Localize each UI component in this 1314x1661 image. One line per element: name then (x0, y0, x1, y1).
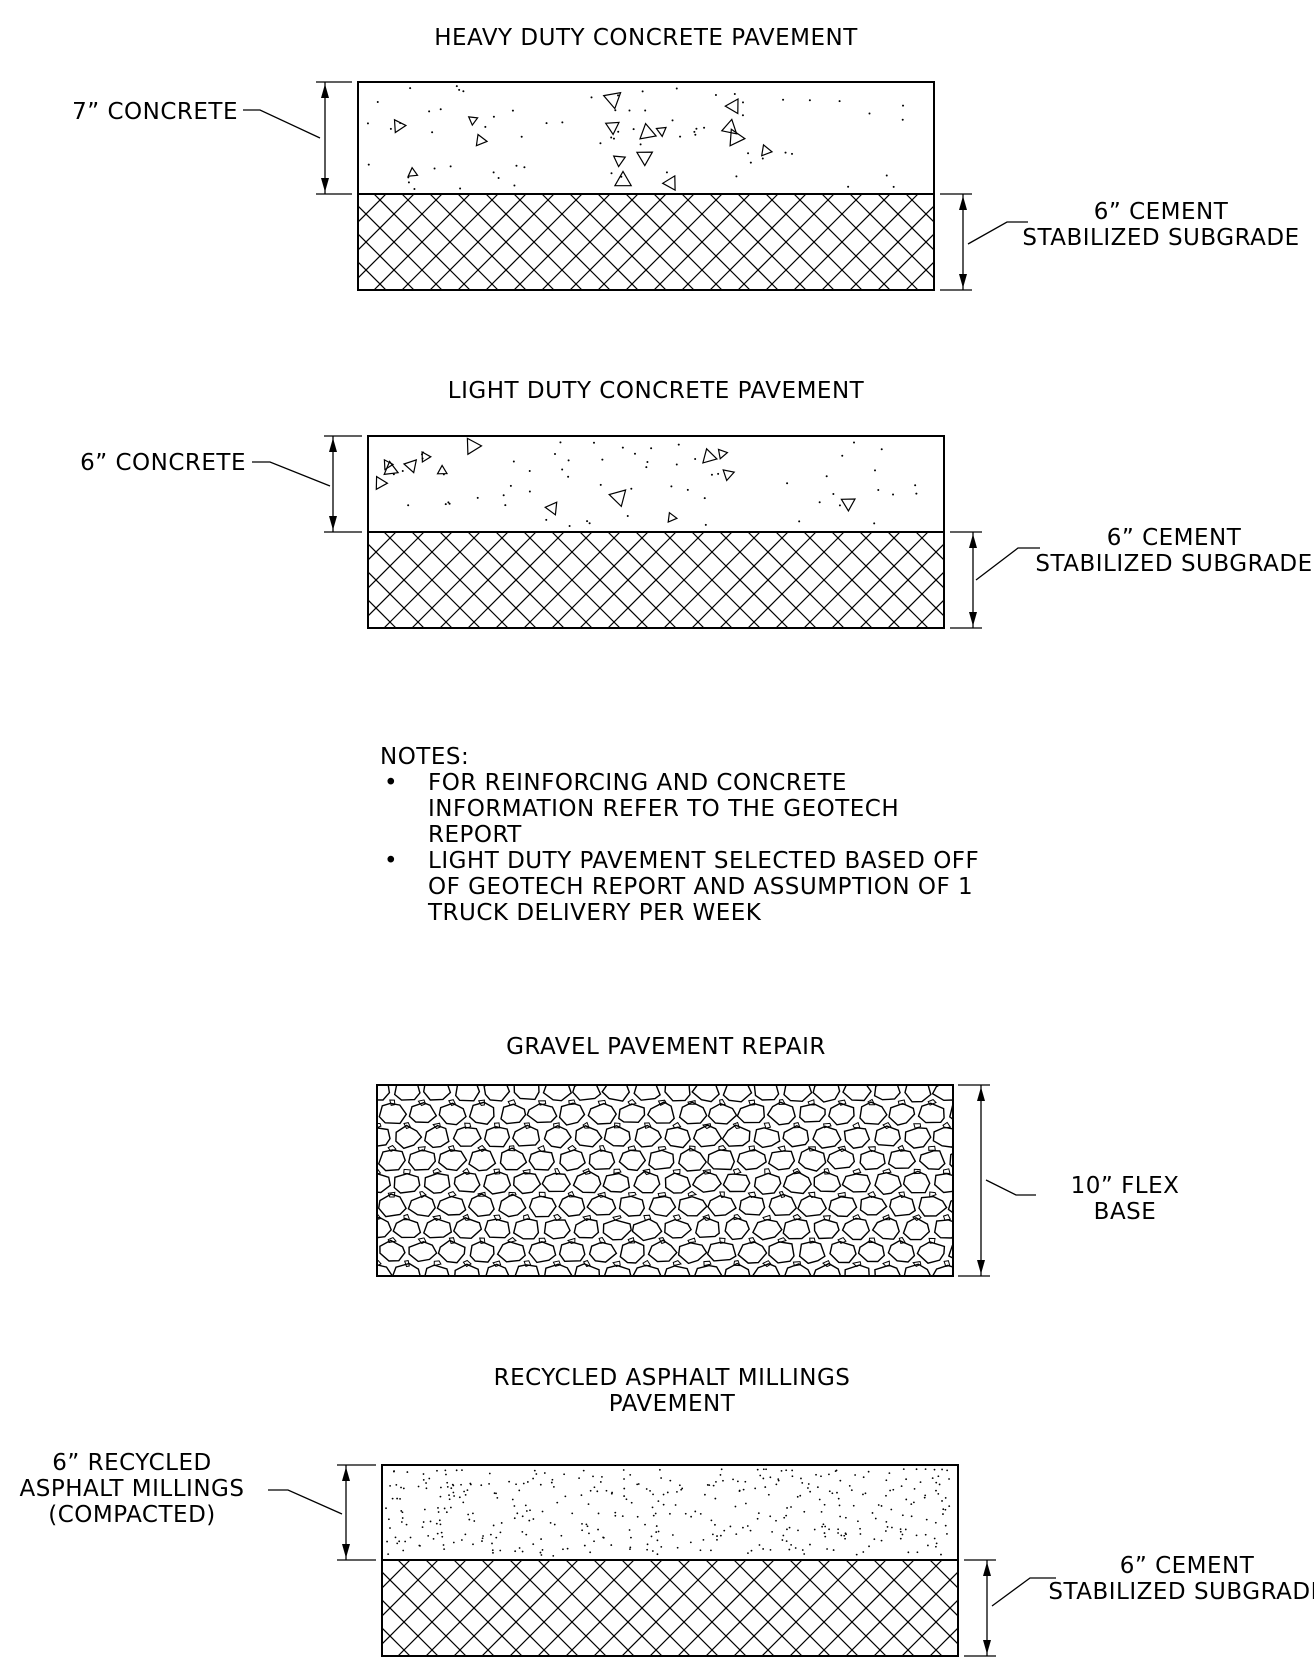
light-subgrade-label-line2: STABILIZED SUBGRADE (1035, 551, 1312, 577)
note-1-line-1: FOR REINFORCING AND CONCRETE (428, 770, 847, 796)
heavy-concrete-leader (243, 109, 321, 139)
asphalt-subgrade-hatch (382, 1560, 958, 1656)
general-notes: NOTES: • FOR REINFORCING AND CONCRETE IN… (380, 744, 1000, 926)
light-subgrade-label-line1: 6” CEMENT (1107, 525, 1242, 551)
asphalt-millings-leader (268, 1489, 343, 1515)
light-duty-detail: LIGHT DUTY CONCRETE PAVEMENT 6” CONCRETE… (80, 378, 1312, 629)
note-1-line-2: INFORMATION REFER TO THE GEOTECH (428, 796, 900, 822)
light-concrete-dimension (324, 435, 362, 533)
heavy-concrete-stipple (366, 85, 905, 192)
gravel-label-line2: BASE (1094, 1199, 1157, 1225)
gravel-flex-base-layer (376, 1084, 954, 1277)
heavy-concrete-label: 7” CONCRETE (72, 99, 238, 125)
light-subgrade-dimension (950, 531, 982, 629)
asphalt-millings-label-line2: ASPHALT MILLINGS (20, 1476, 245, 1502)
light-subgrade-layer (367, 531, 945, 629)
note-item-1: • FOR REINFORCING AND CONCRETE INFORMATI… (380, 770, 1000, 848)
note-2-line-3: TRUCK DELIVERY PER WEEK (428, 900, 762, 926)
heavy-duty-detail: HEAVY DUTY CONCRETE PAVEMENT 7” CONCRETE… (72, 25, 1299, 291)
asphalt-title-line1: RECYCLED ASPHALT MILLINGS (494, 1365, 851, 1391)
gravel-leader (985, 1179, 1036, 1196)
light-concrete-leader (252, 461, 331, 487)
note-item-2: • LIGHT DUTY PAVEMENT SELECTED BASED OFF… (380, 848, 1000, 926)
light-duty-title: LIGHT DUTY CONCRETE PAVEMENT (448, 378, 865, 404)
note-2-line-1: LIGHT DUTY PAVEMENT SELECTED BASED OFF (428, 848, 980, 874)
heavy-subgrade-label-line2: STABILIZED SUBGRADE (1022, 225, 1299, 251)
asphalt-millings-layer (381, 1464, 959, 1561)
asphalt-subgrade-dimension (964, 1559, 996, 1657)
asphalt-subgrade-label-line1: 6” CEMENT (1120, 1553, 1255, 1579)
gravel-title: GRAVEL PAVEMENT REPAIR (506, 1034, 826, 1060)
heavy-subgrade-hatch (358, 194, 934, 290)
note-bullet-icon: • (384, 848, 399, 874)
light-concrete-layer (367, 435, 945, 533)
asphalt-subgrade-label-line2: STABILIZED SUBGRADE (1048, 1579, 1314, 1605)
heavy-duty-title: HEAVY DUTY CONCRETE PAVEMENT (434, 25, 858, 51)
note-2-line-2: OF GEOTECH REPORT AND ASSUMPTION OF 1 (428, 874, 974, 900)
note-1-line-3: REPORT (428, 822, 522, 848)
light-concrete-stipple (375, 437, 918, 528)
heavy-subgrade-label-line1: 6” CEMENT (1094, 199, 1229, 225)
asphalt-subgrade-layer (381, 1559, 959, 1657)
notes-heading: NOTES: (380, 744, 470, 770)
gravel-dimension (958, 1084, 990, 1277)
heavy-subgrade-dimension (940, 193, 972, 291)
asphalt-subgrade-leader (991, 1577, 1056, 1607)
gravel-aggregate-pattern (377, 1085, 953, 1276)
asphalt-millings-label-line1: 6” RECYCLED (52, 1450, 211, 1476)
gravel-detail: GRAVEL PAVEMENT REPAIR 10” FLEX BASE (376, 1034, 1180, 1277)
light-concrete-label: 6” CONCRETE (80, 450, 246, 476)
light-subgrade-leader (975, 547, 1040, 581)
asphalt-title-line2: PAVEMENT (609, 1391, 736, 1417)
heavy-subgrade-layer (357, 193, 935, 291)
notes-list: • FOR REINFORCING AND CONCRETE INFORMATI… (380, 770, 1000, 926)
note-bullet-icon: • (384, 770, 399, 796)
asphalt-detail: RECYCLED ASPHALT MILLINGS PAVEMENT 6” RE… (20, 1365, 1314, 1657)
asphalt-millings-stipple (385, 1468, 951, 1557)
asphalt-millings-dimension (337, 1464, 376, 1561)
light-subgrade-hatch (368, 532, 944, 628)
heavy-concrete-dimension (316, 81, 352, 195)
gravel-label-line1: 10” FLEX (1071, 1173, 1180, 1199)
heavy-subgrade-leader (967, 221, 1028, 245)
asphalt-millings-label-line3: (COMPACTED) (48, 1502, 216, 1528)
